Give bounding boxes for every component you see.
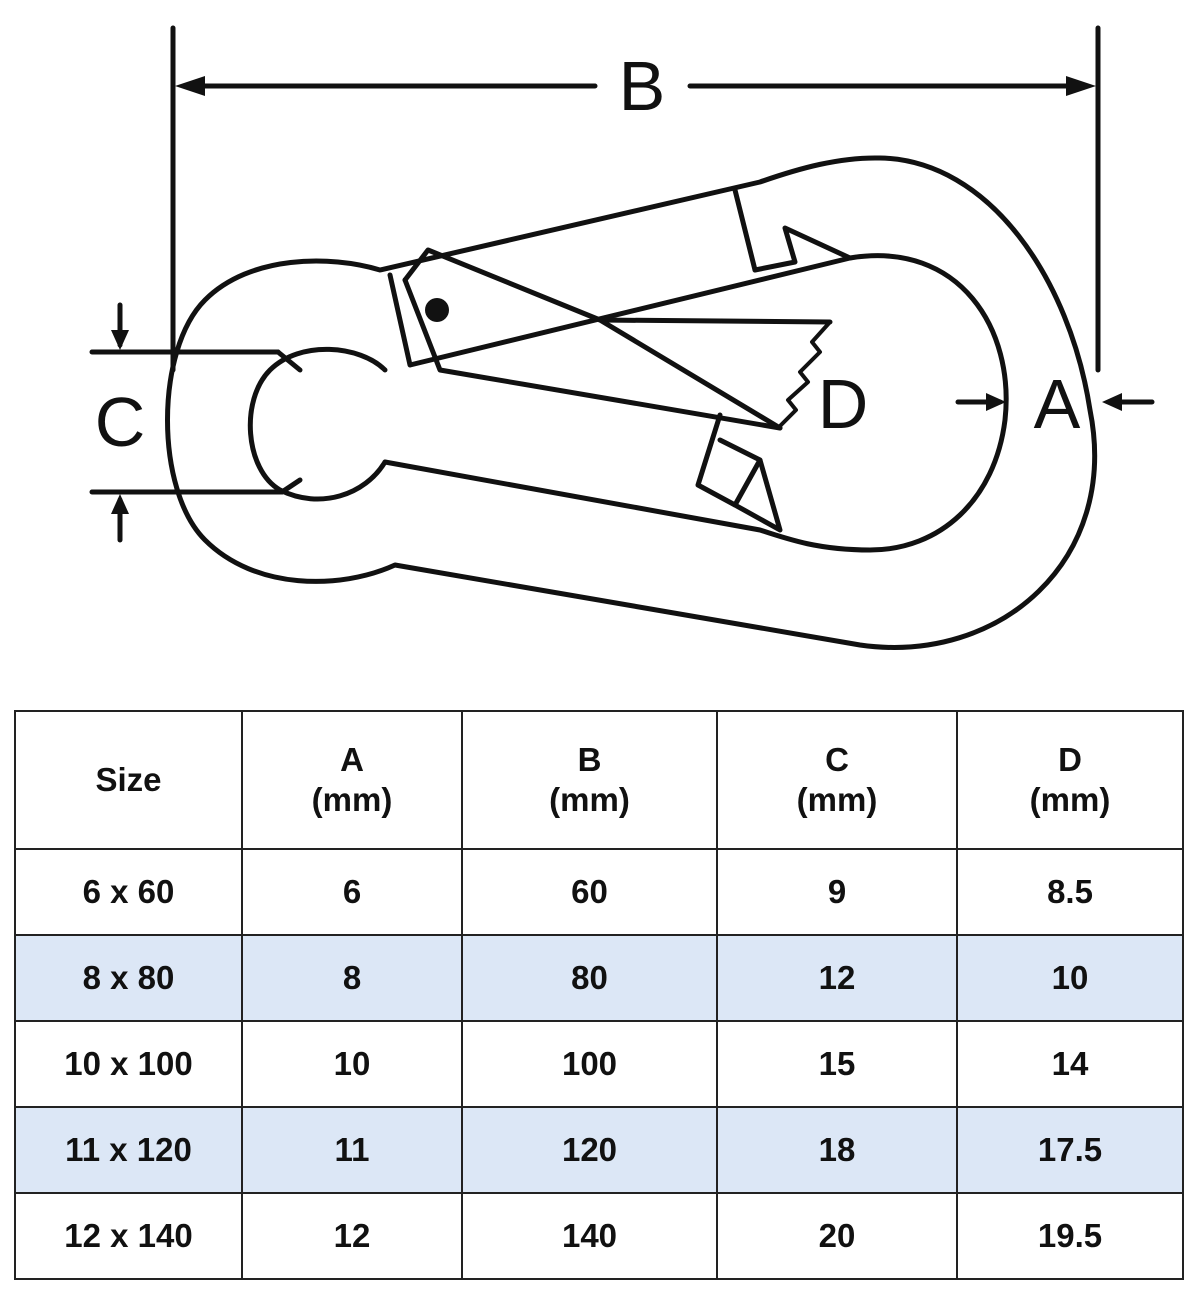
table-row: 10 x 100 10 100 15 14	[14, 1020, 1184, 1108]
cell-size: 8 x 80	[14, 934, 243, 1022]
cell-b: 140	[461, 1192, 718, 1280]
cell-b: 120	[461, 1106, 718, 1194]
table-row: 8 x 80 8 80 12 10	[14, 934, 1184, 1022]
gate-pin	[425, 298, 449, 322]
cell-d: 10	[956, 934, 1184, 1022]
cell-size: 11 x 120	[14, 1106, 243, 1194]
hook-eye-hole	[247, 346, 388, 502]
cell-c: 15	[716, 1020, 958, 1108]
dimension-b-arrowhead-right	[1066, 76, 1096, 96]
header-a: A(mm)	[241, 710, 463, 850]
cell-a: 10	[241, 1020, 463, 1108]
header-b: B(mm)	[461, 710, 718, 850]
gate-outline	[402, 247, 833, 325]
cell-d: 14	[956, 1020, 1184, 1108]
cell-a: 6	[241, 848, 463, 936]
cell-size: 6 x 60	[14, 848, 243, 936]
hook-outer-outline	[165, 155, 1098, 650]
label-b: B	[619, 47, 666, 125]
header-c: C(mm)	[716, 710, 958, 850]
header-d: D(mm)	[956, 710, 1184, 850]
cell-c: 12	[716, 934, 958, 1022]
cell-c: 20	[716, 1192, 958, 1280]
cell-a: 11	[241, 1106, 463, 1194]
table-row: 12 x 140 12 140 20 19.5	[14, 1192, 1184, 1280]
cell-c: 18	[716, 1106, 958, 1194]
cell-size: 10 x 100	[14, 1020, 243, 1108]
cell-b: 60	[461, 848, 718, 936]
table-row: 11 x 120 11 120 18 17.5	[14, 1106, 1184, 1194]
cell-c: 9	[716, 848, 958, 936]
header-size: Size	[14, 710, 243, 850]
cell-b: 100	[461, 1020, 718, 1108]
table-header-row: Size A(mm) B(mm) C(mm) D(mm)	[14, 710, 1184, 850]
snap-hook-diagram: B C D A	[89, 25, 1155, 650]
cell-a: 12	[241, 1192, 463, 1280]
table-row: 6 x 60 6 60 9 8.5	[14, 848, 1184, 936]
cell-a: 8	[241, 934, 463, 1022]
cell-d: 19.5	[956, 1192, 1184, 1280]
label-d: D	[818, 365, 869, 443]
cell-b: 80	[461, 934, 718, 1022]
snap-hook-drawing: B C D A	[89, 25, 1155, 650]
hook-inner-loop	[382, 253, 1009, 553]
cell-d: 17.5	[956, 1106, 1184, 1194]
cell-size: 12 x 140	[14, 1192, 243, 1280]
label-a: A	[1034, 365, 1081, 443]
size-specification-table: Size A(mm) B(mm) C(mm) D(mm) 6 x 60 6 60…	[14, 710, 1184, 1280]
cell-d: 8.5	[956, 848, 1184, 936]
dimension-b-arrowhead-left	[175, 76, 205, 96]
label-c: C	[95, 383, 146, 461]
